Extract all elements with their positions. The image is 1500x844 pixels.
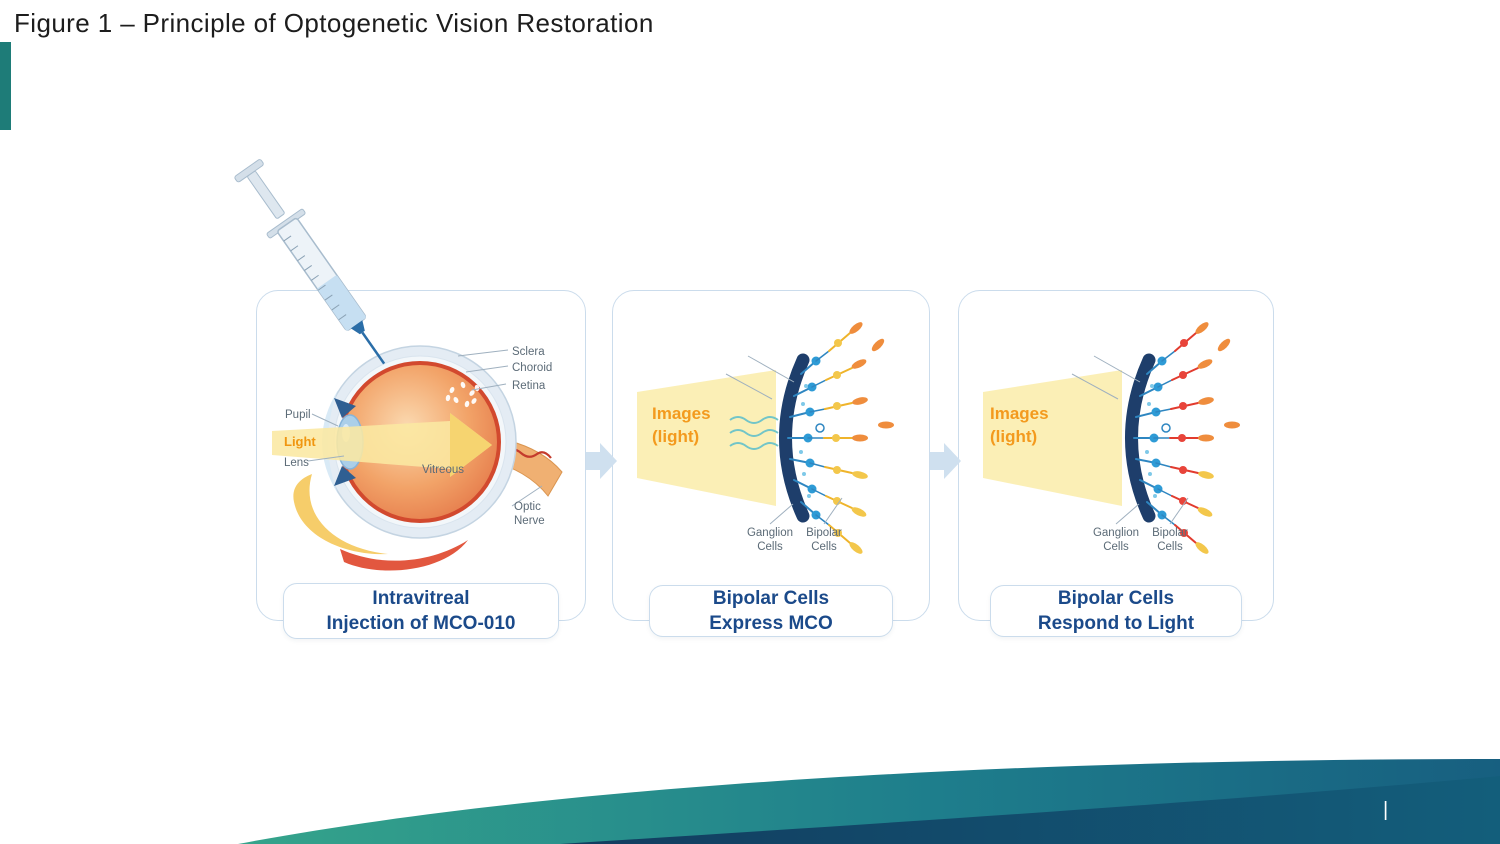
- wave-teal: [238, 759, 1500, 844]
- caption-intravitreal-injection: Intravitreal Injection of MCO-010: [283, 583, 559, 639]
- label-vitreous: Vitreous: [422, 464, 464, 476]
- images-line2: (light): [652, 427, 700, 446]
- caption-line1: Intravitreal: [372, 588, 470, 609]
- caption-line2: Express MCO: [709, 613, 833, 634]
- images-line2: (light): [990, 427, 1038, 446]
- panel-express: [612, 290, 930, 621]
- bipolar-line1: Bipolar: [806, 527, 842, 539]
- ganglion-line1: Ganglion: [746, 527, 794, 539]
- label-lens: Lens: [284, 457, 309, 469]
- label-ganglion-cells-express: Ganglion Cells: [738, 526, 802, 554]
- label-light: Light: [284, 434, 316, 449]
- wave-navy: [560, 776, 1500, 844]
- label-sclera: Sclera: [512, 346, 545, 358]
- bipolar-line1: Bipolar: [1152, 527, 1188, 539]
- label-images-light-express: Images (light): [652, 402, 711, 448]
- label-optic-nerve: Optic Nerve: [514, 500, 545, 528]
- caption-line1: Bipolar Cells: [1057, 588, 1175, 609]
- images-line1: Images: [990, 404, 1049, 423]
- caption-bipolar-express: Bipolar Cells Express MCO: [649, 585, 893, 637]
- caption-bipolar-respond: Bipolar Cells Respond to Light: [990, 585, 1242, 637]
- label-optic-line2: Nerve: [514, 515, 545, 527]
- label-images-light-respond: Images (light): [990, 402, 1049, 448]
- label-bipolar-cells-express: Bipolar Cells: [796, 526, 852, 554]
- caption-line2: Injection of MCO-010: [326, 613, 516, 634]
- accent-bar: [0, 42, 11, 130]
- bipolar-line2: Cells: [1157, 541, 1183, 553]
- label-choroid: Choroid: [512, 362, 553, 374]
- page-marker: |: [1383, 799, 1389, 821]
- ganglion-line2: Cells: [1103, 541, 1129, 553]
- images-line1: Images: [652, 404, 711, 423]
- flow-arrow-2: [930, 443, 961, 479]
- ganglion-line2: Cells: [757, 541, 783, 553]
- ganglion-line1: Ganglion: [1092, 527, 1140, 539]
- caption-line1: Bipolar Cells: [712, 588, 830, 609]
- label-pupil: Pupil: [285, 409, 311, 421]
- bipolar-line2: Cells: [811, 541, 837, 553]
- panel-respond: [958, 290, 1274, 621]
- label-retina: Retina: [512, 380, 546, 392]
- figure-title: Figure 1 – Principle of Optogenetic Visi…: [14, 8, 654, 38]
- footer-wave: [238, 759, 1500, 844]
- label-ganglion-cells-respond: Ganglion Cells: [1084, 526, 1148, 554]
- caption-line2: Respond to Light: [1037, 613, 1195, 634]
- label-bipolar-cells-respond: Bipolar Cells: [1142, 526, 1198, 554]
- label-optic-line1: Optic: [514, 501, 541, 513]
